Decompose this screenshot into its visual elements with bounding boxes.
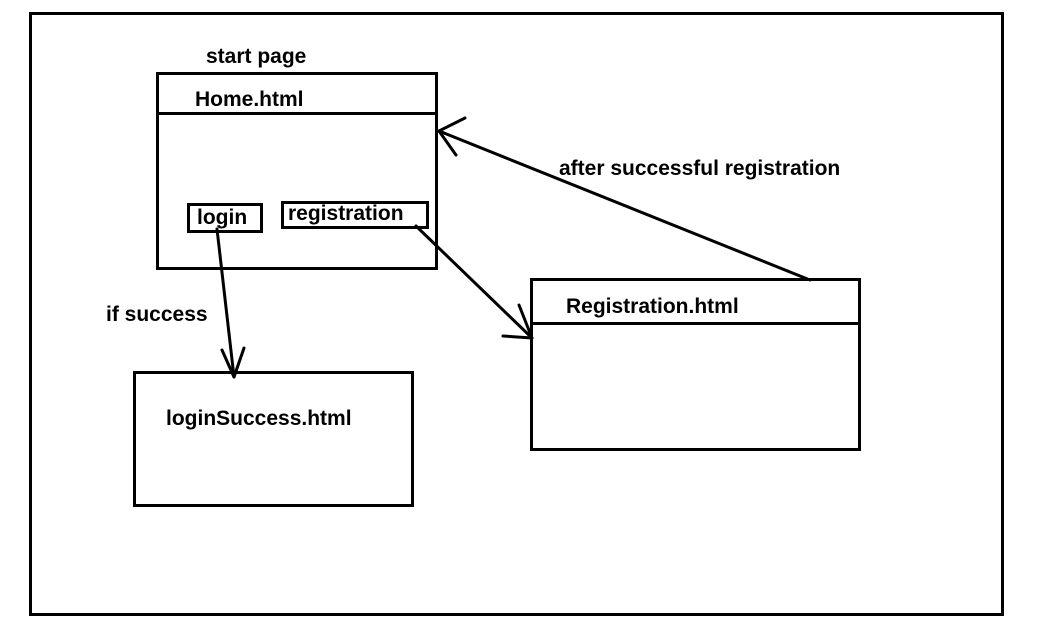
if-success-label: if success: [106, 303, 208, 326]
registration-page-title: Registration.html: [566, 295, 739, 318]
start-page-label: start page: [206, 45, 307, 68]
registration-title-divider: [533, 322, 858, 325]
home-page-title: Home.html: [195, 88, 304, 111]
registration-page-box: Registration.html: [530, 278, 861, 451]
home-page-box: Home.html login registration: [156, 72, 438, 270]
diagram-frame: [29, 12, 1004, 616]
registration-button: registration: [281, 201, 429, 229]
registration-button-label: registration: [288, 202, 404, 225]
after-registration-label: after successful registration: [559, 157, 841, 180]
login-success-box: loginSuccess.html: [133, 371, 414, 507]
login-button: login: [187, 203, 263, 233]
home-title-divider: [159, 112, 435, 115]
login-success-title: loginSuccess.html: [166, 407, 352, 430]
login-button-label: login: [197, 206, 248, 229]
